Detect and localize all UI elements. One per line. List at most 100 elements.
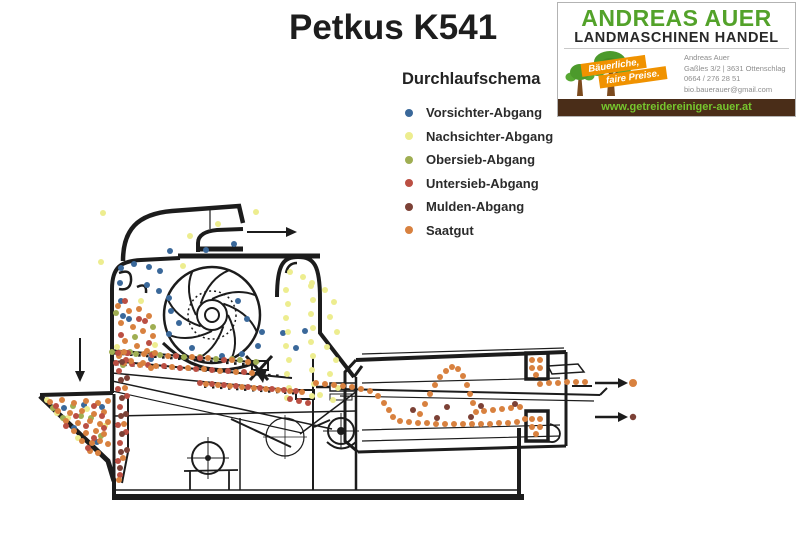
air-out-arrow (247, 227, 297, 237)
sieve-hole (260, 389, 263, 393)
flow-dot-hopper (105, 419, 111, 425)
flow-dot-saatgut-path (460, 373, 466, 379)
flow-dot-mulden (434, 415, 440, 421)
flow-dot-saatgut-path (437, 374, 443, 380)
flow-dot-saatgut-path (358, 386, 364, 392)
flow-dot-vorsichter (156, 288, 162, 294)
flow-dot-sieve-top (299, 389, 305, 395)
sieve-hole (268, 390, 271, 393)
flow-dot-sieve-top (205, 355, 211, 361)
flow-dot-saatgut-path (406, 419, 412, 425)
legend-dot (405, 108, 413, 117)
flow-dot-sieve (193, 366, 199, 372)
flow-dot-sieve (305, 400, 311, 406)
flow-dot-saatgut-path (390, 414, 396, 420)
legend-item: Saatgut (402, 223, 553, 238)
flow-dot-vorsichter (61, 405, 67, 411)
flow-dot-saatgut-path (522, 416, 528, 422)
flow-dot-output-saatgut (629, 379, 637, 387)
flow-dot-hopper (105, 398, 111, 404)
sieve-hole (186, 358, 189, 361)
legend-heading: Durchlaufschema (402, 70, 541, 88)
flow-dot-vorsichter (280, 330, 286, 336)
fan-ring (187, 290, 237, 340)
flow-dot-untersieb-channel (119, 395, 125, 401)
page-title: Petkus K541 (289, 8, 498, 47)
flow-dot-sieve (245, 384, 251, 390)
flow-dot-hopper (91, 403, 97, 409)
flow-dot-vorsichter (120, 313, 126, 319)
flow-dot-obersieb (109, 349, 115, 355)
flow-dot-end-boxes (529, 416, 535, 422)
flow-dot-sieve-top (251, 385, 257, 391)
flow-dot-sieve-top (249, 370, 255, 376)
flow-dot-hopper (71, 400, 77, 406)
flow-dot-nachsichter (331, 299, 337, 305)
hopper-top (39, 391, 114, 397)
flow-dot-nachsichter (152, 342, 158, 348)
flow-dot-vorsichter (117, 280, 123, 286)
flow-dot-sieve-top (229, 357, 235, 363)
flow-dot-hopper (73, 413, 79, 419)
flow-dot-vorsichter (259, 329, 265, 335)
flow-dot-vorsichter (203, 247, 209, 253)
flow-dot-sieve-top (169, 364, 175, 370)
sieve-hole (260, 373, 263, 376)
fan-blades (166, 269, 258, 361)
flow-dot-vorsichter (293, 345, 299, 351)
flow-dot-chamber (152, 350, 158, 356)
flow-dot-saatgut-path (451, 421, 457, 427)
sieve-hole (138, 354, 141, 357)
flow-dot-sieve (296, 398, 302, 404)
flow-dot-sieve-top (239, 384, 245, 390)
flow-dot-sieve (269, 386, 275, 392)
machine-outline (38, 203, 628, 500)
flow-dot-nachsichter (287, 269, 293, 275)
flow-dot-hopper (97, 438, 103, 444)
legend-label: Vorsichter-Abgang (426, 105, 543, 120)
legend-label: Mulden-Abgang (426, 199, 525, 214)
flow-dot-chamber (115, 303, 121, 309)
flow-dot-saatgut-path (313, 380, 319, 386)
contact-line: Gaßles 3/2 | 3631 Ottenschlag (684, 63, 786, 73)
flow-dot-untersieb-channel (116, 477, 122, 483)
sieve-hole (162, 356, 165, 359)
saatgut-out-arrow (595, 378, 628, 388)
sieve-hole (242, 362, 245, 366)
flow-dot-nachsichter (309, 367, 315, 373)
flow-dot-untersieb-channel (119, 431, 125, 437)
sieve-hole (194, 358, 197, 362)
flow-dot-nachsichter (327, 314, 333, 320)
flow-dot-hopper (101, 431, 107, 437)
flow-dot-saatgut-path (367, 388, 373, 394)
flow-dot-hopper (63, 423, 69, 429)
flow-dot-untersieb-channel (117, 472, 123, 478)
flow-dot-nachsichter (283, 343, 289, 349)
flow-dot-vorsichter (166, 295, 172, 301)
flow-dot-nachsichter (334, 329, 340, 335)
flow-dot-saatgut-path (331, 382, 337, 388)
flow-dot-vorsichter (239, 351, 245, 357)
flow-dot-chamber (118, 332, 124, 338)
flow-dot-obersieb (150, 324, 156, 330)
flow-dot-saatgut-path (424, 420, 430, 426)
pulley-cross (323, 413, 359, 449)
flow-dot-saatgut-path (487, 421, 493, 427)
legend-label: Nachsichter-Abgang (426, 128, 554, 144)
flow-dot-untersieb-channel (117, 465, 123, 471)
flow-dot-chamber (150, 333, 156, 339)
fan-blade (187, 270, 197, 316)
flow-dot-chamber (146, 340, 152, 346)
fan-hub (196, 299, 228, 331)
flow-dot-untersieb-channel (122, 385, 128, 391)
flow-dot-hopper (71, 428, 77, 434)
pulley-center (205, 455, 211, 461)
flow-dot-saatgut-path (508, 405, 514, 411)
drive-rod (230, 418, 292, 448)
flow-dot-untersieb-channel (118, 377, 124, 383)
flow-dot-saatgut-path (490, 407, 496, 413)
bearing-block (329, 393, 353, 401)
sieve-hole (226, 361, 229, 365)
flow-dot-hopper (67, 410, 73, 416)
